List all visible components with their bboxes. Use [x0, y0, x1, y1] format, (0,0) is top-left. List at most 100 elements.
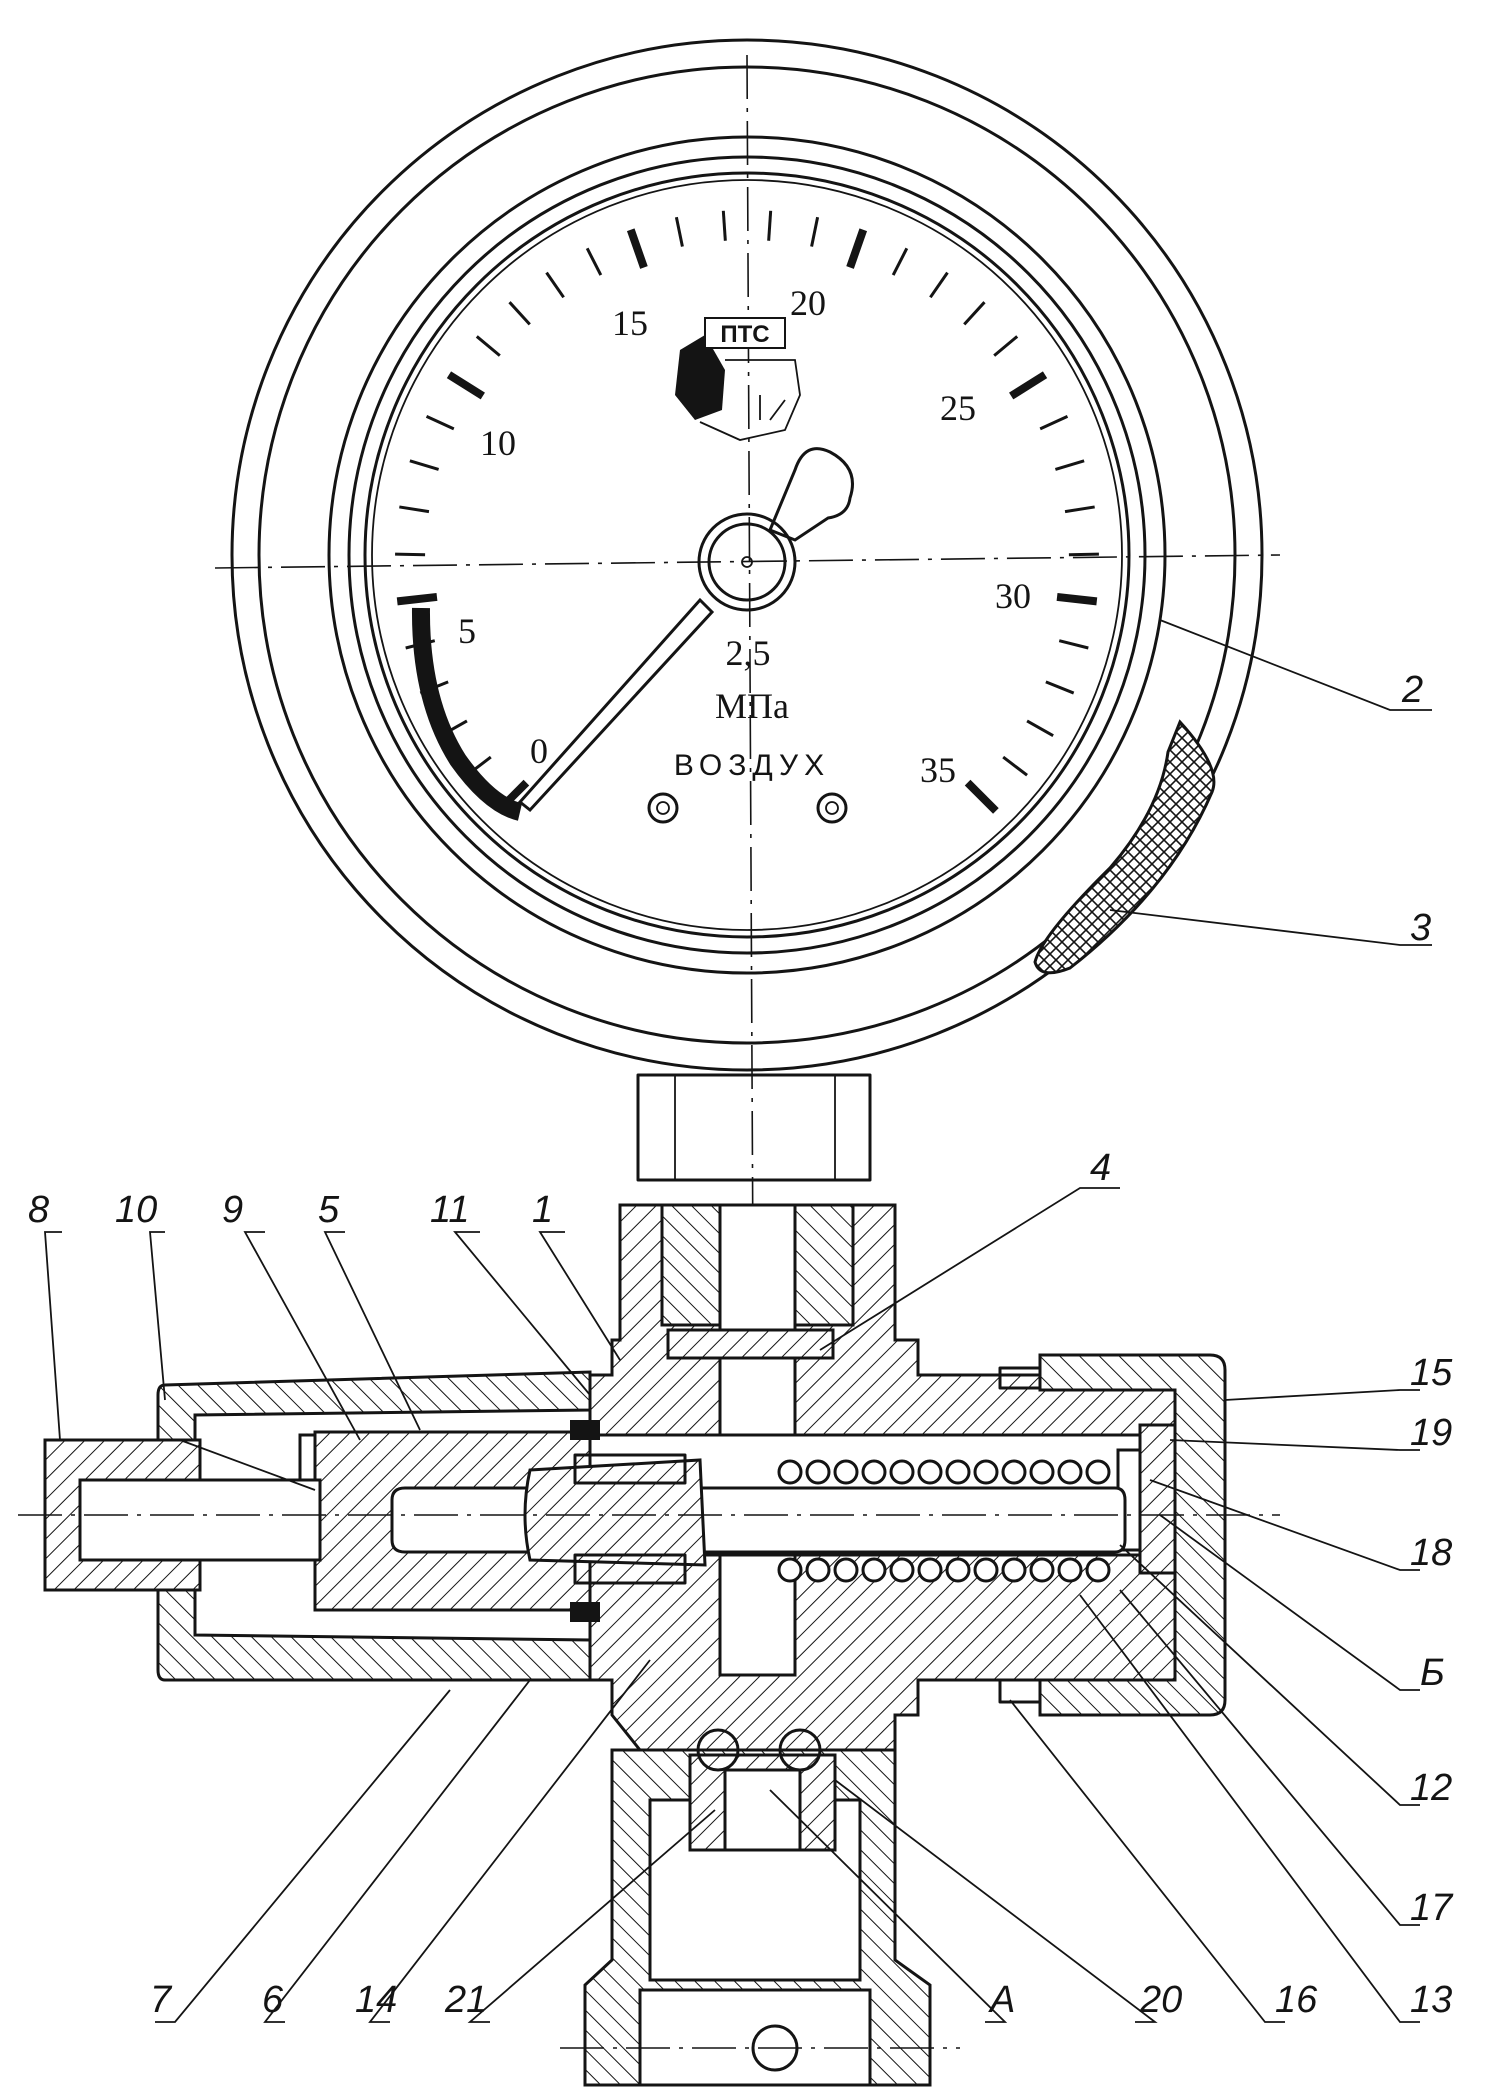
spring-13	[777, 1459, 1111, 1583]
callout-18: 18	[1410, 1532, 1452, 1574]
dial-tick	[929, 271, 949, 299]
callout-17: 17	[1410, 1887, 1454, 1929]
dial-tick	[475, 335, 501, 357]
scale-label-35: 35	[920, 750, 956, 790]
dial-tick	[993, 335, 1019, 357]
dial-tick	[964, 779, 999, 814]
dial-tick	[409, 459, 440, 471]
spring-coil	[861, 1459, 887, 1485]
callout-14: 14	[355, 1979, 397, 2021]
spring-coil	[833, 1459, 859, 1485]
seal-lower	[573, 1553, 687, 1585]
medium-label: ВОЗДУХ	[674, 749, 830, 782]
callout-10: 10	[115, 1189, 157, 1231]
dial-sector-band	[411, 607, 523, 821]
spring-coil	[1029, 1459, 1055, 1485]
brand-logo: ПТС	[675, 317, 801, 441]
spring-coil	[1057, 1459, 1083, 1485]
scale-label-10: 10	[480, 423, 516, 463]
dial-tick	[1002, 755, 1028, 777]
dial-tick	[1054, 459, 1085, 471]
stem-12	[390, 1486, 1127, 1554]
callout-4: 4	[1090, 1147, 1111, 1189]
dial-tick	[1058, 639, 1089, 650]
spring-coil	[777, 1459, 803, 1485]
dial-tick	[1039, 415, 1069, 431]
spring-coil	[1085, 1459, 1111, 1485]
dial-tick	[545, 271, 565, 299]
dial-tick	[508, 301, 531, 326]
scale-label-0: 0	[530, 731, 548, 771]
o-ring-20-right	[778, 1728, 822, 1772]
spring-coil	[805, 1557, 831, 1583]
dial-tick	[846, 228, 868, 269]
valve-seat-core	[523, 1458, 707, 1567]
dial-tick	[395, 552, 426, 557]
dial-tick	[963, 301, 986, 326]
callout-3: 3	[1410, 907, 1431, 949]
dial-tick	[1026, 719, 1054, 738]
callout-2: 2	[1401, 669, 1423, 711]
dial-tick	[721, 210, 727, 241]
dial-tick	[1056, 592, 1098, 606]
callout-1: 1	[532, 1189, 553, 1231]
seal-upper	[573, 1453, 687, 1485]
nut-collar-bottom	[998, 1678, 1042, 1704]
spring-coil	[861, 1557, 887, 1583]
callout-6: 6	[262, 1979, 284, 2021]
spring-coil	[805, 1459, 831, 1485]
gauge-stem-left	[660, 1203, 722, 1327]
dial-scale-numbers: 0 5 10 15 20 25 30 35	[458, 283, 1031, 790]
spring-coil	[1057, 1557, 1083, 1583]
gauge-socket-neck	[636, 1073, 872, 1182]
callout-B: Б	[1420, 1652, 1445, 1694]
ring-6	[570, 1602, 600, 1622]
callout-20: 20	[1139, 1979, 1182, 2021]
dial-tick	[810, 216, 820, 247]
spring-coil	[973, 1557, 999, 1583]
callout-19: 19	[1410, 1412, 1452, 1454]
callout-8: 8	[28, 1189, 49, 1231]
callout-12: 12	[1410, 1767, 1452, 1809]
dial-tick	[674, 216, 684, 247]
nut-collar-top	[998, 1366, 1042, 1390]
dial-tick	[399, 505, 430, 514]
callout-7: 7	[150, 1979, 173, 2021]
spring-coil	[917, 1459, 943, 1485]
accuracy-class: 2,5	[726, 633, 771, 673]
scale-label-30: 30	[995, 576, 1031, 616]
callout-A: А	[988, 1979, 1015, 2021]
nut-4	[666, 1328, 835, 1360]
spring-coil	[833, 1557, 859, 1583]
dial-tick	[1068, 552, 1099, 557]
gauge-pointer	[517, 447, 854, 813]
dial-tick	[585, 247, 603, 276]
scale-label-5: 5	[458, 611, 476, 651]
callout-5: 5	[318, 1189, 340, 1231]
spring-coil	[1085, 1557, 1111, 1583]
dial-tick	[626, 228, 648, 269]
spring-coil	[889, 1557, 915, 1583]
spring-coil	[1029, 1557, 1055, 1583]
scale-label-15: 15	[612, 303, 648, 343]
leader-lines	[44, 619, 1432, 2023]
dial-screw-holes	[647, 792, 848, 824]
dial-tick	[425, 415, 455, 431]
spring-coil	[777, 1557, 803, 1583]
spring-coil	[1001, 1557, 1027, 1583]
callout-16: 16	[1275, 1979, 1318, 2021]
callout-9: 9	[222, 1189, 243, 1231]
o-ring-20-left	[696, 1728, 740, 1772]
unit-label: МПа	[715, 686, 789, 726]
callout-11: 11	[430, 1189, 469, 1231]
dial-tick	[396, 592, 438, 606]
scale-label-20: 20	[790, 283, 826, 323]
dial-tick	[1045, 680, 1075, 695]
spring-coil	[945, 1557, 971, 1583]
plug-19	[1138, 1423, 1177, 1575]
dial-tick	[446, 371, 485, 400]
spring-coil	[1001, 1459, 1027, 1485]
spring-coil	[917, 1557, 943, 1583]
horizontal-centerline	[214, 554, 1281, 569]
